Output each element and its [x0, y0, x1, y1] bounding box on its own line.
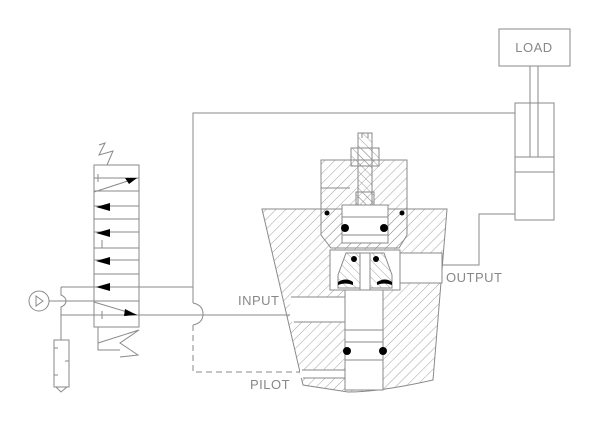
load-box: LOAD	[498, 28, 571, 67]
directional-control-valve	[93, 142, 140, 358]
input-label: INPUT	[238, 293, 280, 308]
o-ring-seals	[324, 210, 405, 355]
filter-symbol	[53, 339, 70, 393]
hydraulic-cylinder	[514, 65, 555, 221]
output-label: OUTPUT	[446, 270, 502, 285]
valve-body-section	[261, 132, 448, 393]
load-label: LOAD	[515, 40, 552, 55]
valve-arrows	[96, 178, 137, 316]
pilot-label: PILOT	[250, 377, 290, 392]
pump-symbol	[28, 290, 50, 312]
